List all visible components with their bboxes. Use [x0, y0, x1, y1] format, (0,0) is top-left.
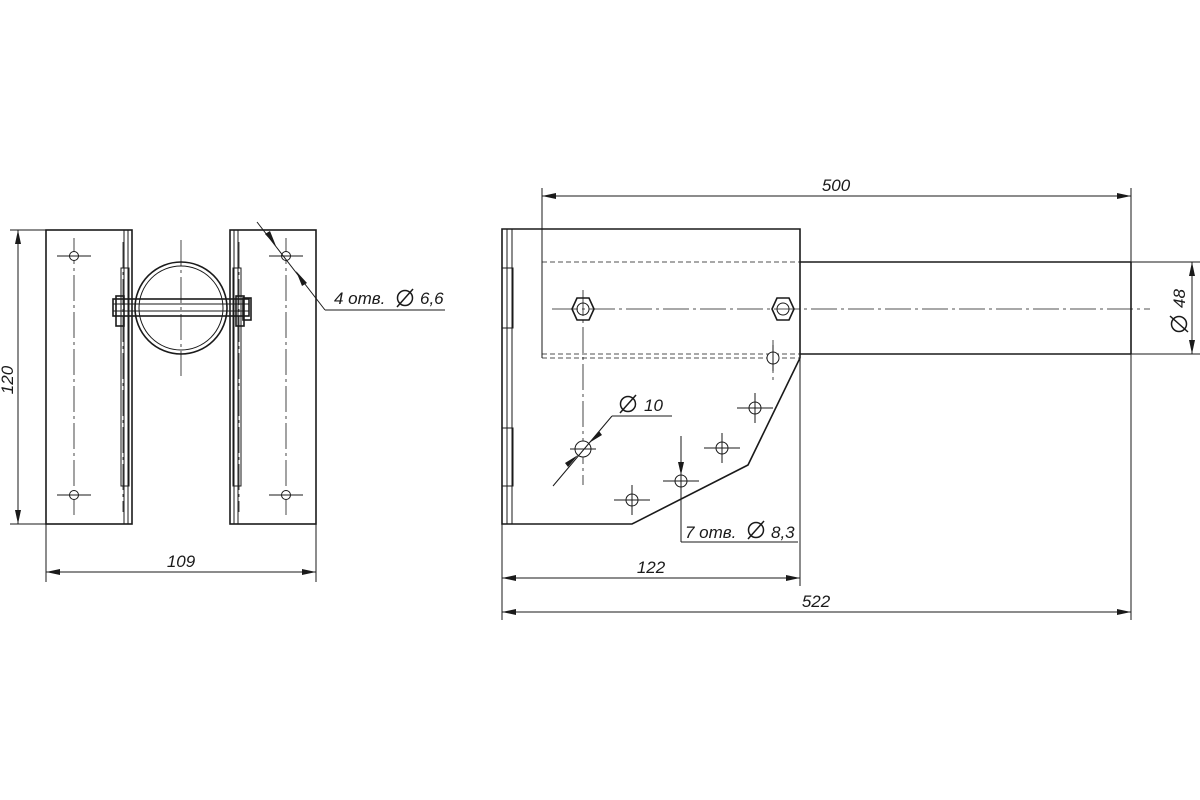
leader-holes-note: 7 отв. 8,3	[678, 436, 798, 543]
leader-holes-note: 4 отв. 6,6	[256, 221, 445, 311]
front-view: 120 109 4 отв. 6,6	[0, 221, 445, 582]
dimension-width: 109	[45, 524, 317, 582]
hole-mark	[766, 345, 780, 371]
dim-plate-width-label: 122	[637, 558, 666, 577]
hole-mark	[269, 490, 303, 500]
holes-note-count: 4 отв.	[334, 289, 385, 308]
dim-tube-length-label: 500	[822, 176, 851, 195]
hole-mark	[269, 251, 303, 261]
hole-large	[570, 440, 596, 458]
side-view: 10 7 отв. 8,3 500	[501, 176, 1200, 620]
tube	[542, 261, 1150, 359]
holes-note-diameter: 6,6	[420, 289, 444, 308]
dim-tube-diameter-label: 48	[1170, 289, 1189, 308]
holes-note-diameter: 8,3	[771, 523, 795, 542]
dim-width-label: 109	[167, 552, 196, 571]
holes-note-count: 7 отв.	[685, 523, 736, 542]
left-bracket	[45, 229, 133, 525]
dimension-tube-diameter: 48	[1131, 261, 1200, 355]
dimension-height: 120	[0, 229, 46, 525]
hole-mark	[737, 393, 773, 423]
dimension-total-length: 522	[502, 354, 1132, 620]
dimension-tube-length: 500	[541, 176, 1132, 262]
dim-height-label: 120	[0, 365, 17, 394]
bolt-head	[771, 297, 795, 321]
hole-mark	[704, 433, 740, 463]
hole-mark	[614, 485, 650, 515]
mounting-plate	[501, 228, 801, 525]
right-bracket	[229, 229, 317, 525]
dimension-plate-width: 122	[501, 358, 801, 620]
hole-mark	[57, 490, 91, 500]
large-hole-diameter: 10	[644, 396, 663, 415]
hole-mark	[57, 251, 91, 261]
pipe-clamp	[112, 240, 252, 376]
leader-large-hole-note: 10	[552, 394, 672, 487]
dim-total-length-label: 522	[802, 592, 831, 611]
